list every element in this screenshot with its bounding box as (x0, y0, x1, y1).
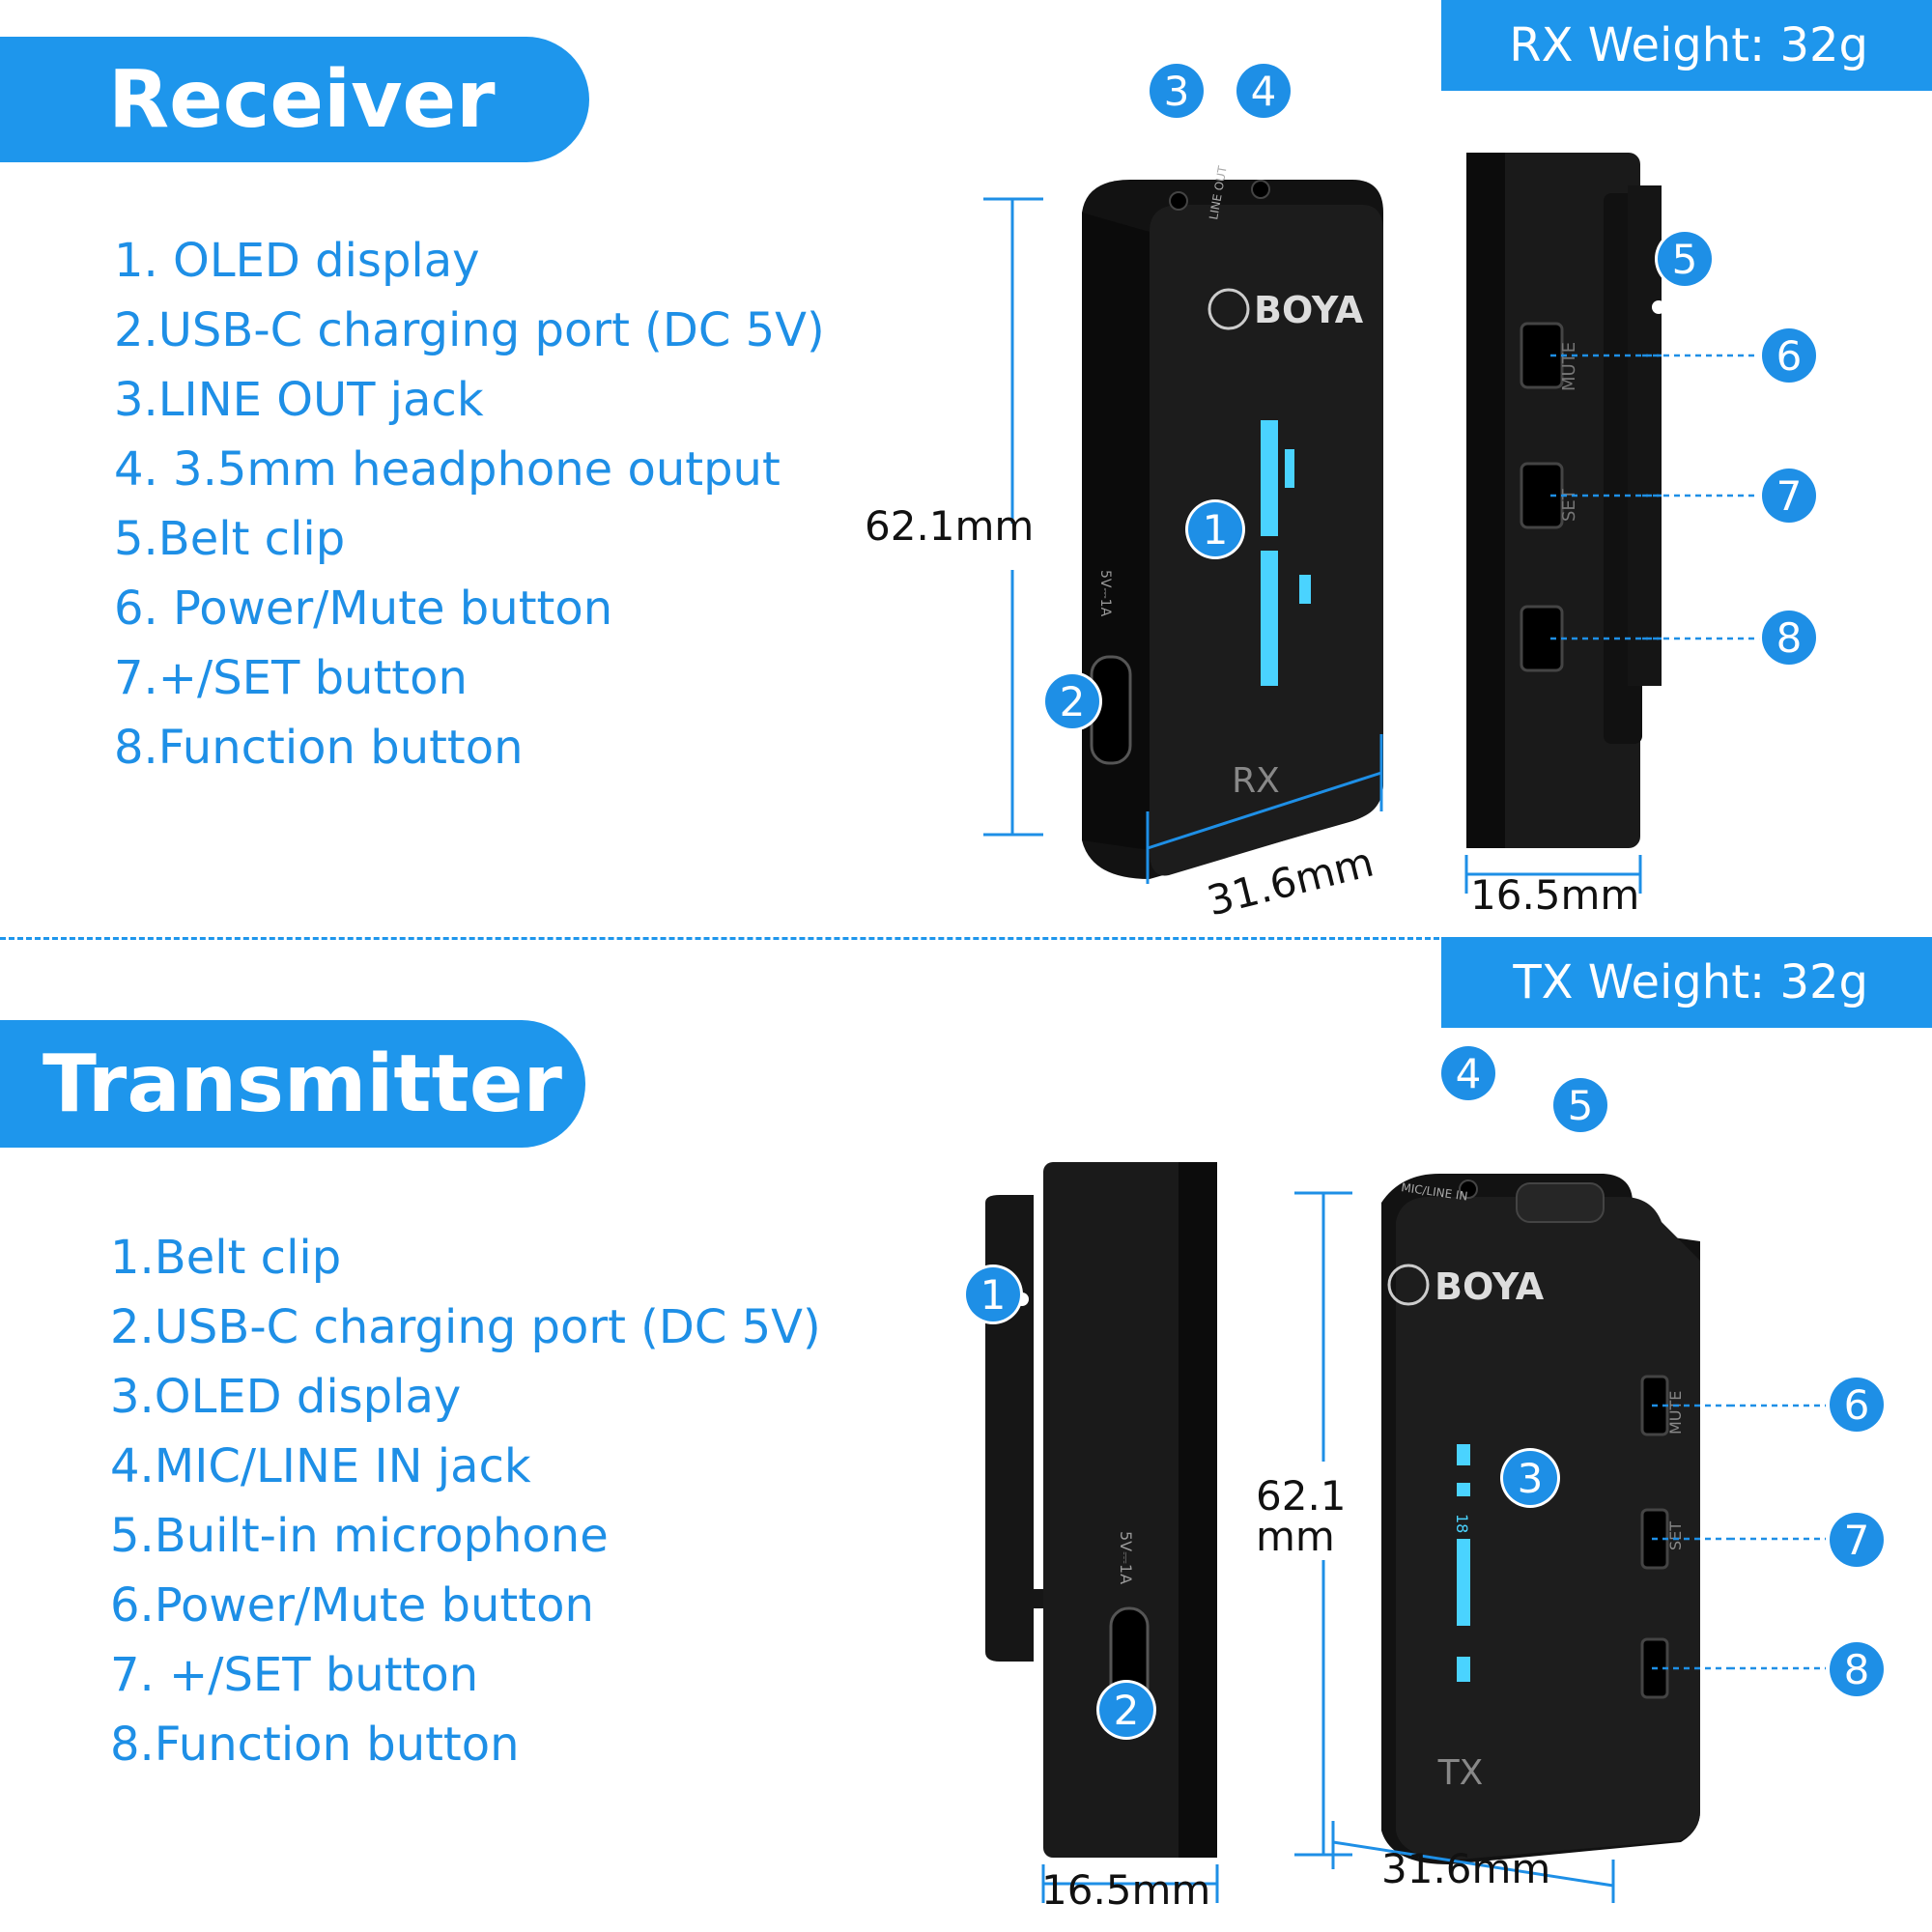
rx-callout-5: 5 (1658, 232, 1712, 286)
list-item: 7.+/SET button (114, 651, 468, 705)
list-item: 5.Belt clip (114, 512, 346, 566)
rx-weight-banner: RX Weight: 32g (1441, 0, 1932, 91)
tx-callout-2: 2 (1099, 1683, 1153, 1737)
rx-mute-label: MUTE (1559, 342, 1579, 391)
tx-set-label: SET (1666, 1521, 1685, 1550)
receiver-side-device: MUTE SET (1464, 153, 1662, 894)
rx-set-label: SET (1559, 488, 1579, 522)
tx-callout-8: 8 (1830, 1642, 1884, 1696)
tx-callout-3: 3 (1503, 1451, 1557, 1505)
list-item: 4.MIC/LINE IN jack (110, 1439, 531, 1493)
rx-height-dimension: 62.1mm (865, 502, 1035, 550)
tx-height-dimension-line1: 62.1 (1256, 1472, 1347, 1520)
list-item: 4. 3.5mm headphone output (114, 442, 781, 497)
transmitter-front-device: MIC/LINE IN BOYA 18 MUTE SET TX (1294, 1174, 1729, 1903)
list-item: 6. Power/Mute button (114, 582, 613, 636)
receiver-title-banner: Receiver (0, 37, 589, 162)
list-item: 1. OLED display (114, 234, 480, 288)
transmitter-title-banner: Transmitter (0, 1020, 585, 1148)
tx-height-dimension-line2: mm (1256, 1513, 1335, 1560)
tx-callout-5: 5 (1553, 1078, 1607, 1132)
tx-width-dimension: 31.6mm (1381, 1845, 1551, 1892)
list-item: 5.Built-in microphone (110, 1509, 609, 1563)
tx-leader-lines (1729, 1404, 1826, 1670)
tx-callout-4: 4 (1441, 1046, 1495, 1100)
rx-port-label: 5V⎓1A (1097, 570, 1113, 617)
rx-callout-7: 7 (1762, 469, 1816, 523)
tx-port-label: 5V⎓1A (1117, 1531, 1135, 1584)
tx-device-label: TX (1437, 1753, 1484, 1793)
tx-weight-banner: TX Weight: 32g (1441, 937, 1932, 1028)
rx-callout-3: 3 (1150, 64, 1204, 118)
list-item: 2.USB-C charging port (DC 5V) (114, 303, 825, 357)
tx-depth-dimension: 16.5mm (1041, 1866, 1211, 1914)
list-item: 8.Function button (114, 721, 524, 775)
rx-callout-2: 2 (1045, 674, 1099, 728)
list-item: 8.Function button (110, 1718, 520, 1772)
rx-device-label: RX (1232, 761, 1280, 801)
tx-brand: BOYA (1435, 1265, 1545, 1308)
tx-screen-value: 18 (1453, 1514, 1471, 1533)
tx-weight-label: TX Weight: 32g (1513, 955, 1868, 1009)
list-item: 6.Power/Mute button (110, 1578, 594, 1633)
list-item: 1.Belt clip (110, 1231, 342, 1285)
list-item: 7. +/SET button (110, 1648, 479, 1702)
receiver-feature-list: 1. OLED display 2.USB-C charging port (D… (114, 226, 825, 782)
tx-mute-label: MUTE (1666, 1391, 1685, 1435)
list-item: 3.OLED display (110, 1370, 462, 1424)
rx-callout-8: 8 (1762, 611, 1816, 665)
tx-callout-7: 7 (1830, 1513, 1884, 1567)
rx-weight-label: RX Weight: 32g (1509, 18, 1868, 72)
tx-callout-6: 6 (1830, 1378, 1884, 1432)
list-item: 3.LINE OUT jack (114, 373, 484, 427)
rx-brand: BOYA (1254, 289, 1364, 331)
transmitter-title: Transmitter (43, 1037, 562, 1130)
section-divider (0, 937, 1439, 940)
rx-callout-6: 6 (1762, 328, 1816, 383)
transmitter-side-device: 5V⎓1A (985, 1162, 1219, 1903)
tx-callout-1: 1 (966, 1267, 1020, 1321)
rx-callout-4: 4 (1236, 64, 1291, 118)
list-item: 2.USB-C charging port (DC 5V) (110, 1300, 821, 1354)
rx-depth-dimension: 16.5mm (1470, 871, 1640, 919)
transmitter-feature-list: 1.Belt clip 2.USB-C charging port (DC 5V… (110, 1223, 821, 1779)
rx-callout-1: 1 (1188, 502, 1242, 556)
receiver-title: Receiver (108, 53, 496, 146)
